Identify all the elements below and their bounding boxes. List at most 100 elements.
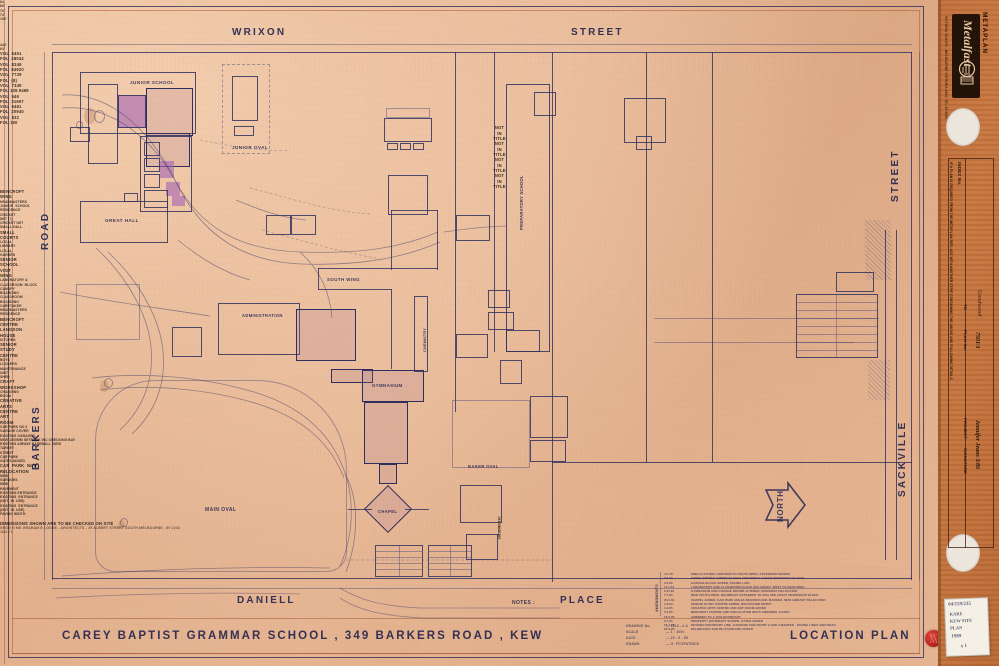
carpark-row <box>375 557 423 558</box>
building-maintenance-unit <box>488 312 514 330</box>
label-art-room: ART ROOM <box>0 414 14 425</box>
title-ref: VOL 7349 FOL 109.9469 <box>0 82 29 94</box>
title-ref: VOL 7739 FOL (8) <box>0 72 22 83</box>
titleblock-field-label: DRAWING No. <box>626 624 651 628</box>
metaplan-index-divider <box>948 158 966 548</box>
label-headmasters-residence: HEADMASTERS RESIDENCE <box>0 308 27 317</box>
sticker-line-3: KEW SITE <box>949 617 973 624</box>
street-label-daniell: DANIELL <box>237 595 296 606</box>
carpark-right-outer <box>796 294 878 358</box>
label-chemistry: CHEMISTRY <box>423 328 427 352</box>
label-junior-school: JUNIOR SCHOOL <box>130 80 175 85</box>
label-maintenance-unit: MAINTENANCE UNIT <box>0 366 26 375</box>
notes-body: DIMENSIONS SHOWN ARE TO BE CHECKED ON SI… <box>0 520 114 526</box>
southwing-edge-4 <box>391 289 393 369</box>
label-carpark-hdr: CAR PARK No 3 RELOCATION <box>0 463 37 474</box>
amendment-text: THREE STOREY JUNIOR SCHOOL RESIDENCY ADD… <box>691 576 805 581</box>
label-laboratory-block: LABORATORY & CLASSROOM BLOCK <box>0 278 38 287</box>
label-canopy: CANOPY <box>0 286 15 291</box>
wax-seal <box>925 630 942 647</box>
label-existing-entrance-2: EXISTING ENTRANCE (NOT IN USE) <box>0 495 38 504</box>
tree-symbol <box>76 121 83 129</box>
building-craft-workshop <box>530 396 568 438</box>
metaplan-plan-no-label: PLAN No. <box>963 330 968 352</box>
building-chemistry <box>414 296 428 372</box>
metaplan-plan-no-value: 7501/1 <box>974 332 980 349</box>
building-lab-col-2 <box>400 143 411 150</box>
amendment-date: 25.7.85 <box>664 623 675 627</box>
carpark-row <box>375 563 423 564</box>
sticker-line-5: 1989 <box>951 634 962 640</box>
titleblock-field-value: — G. FITZPATRICK <box>666 641 700 646</box>
amendment-text: SENIOR STUDY CENTRE ADDED, RELOCATED ENT… <box>691 601 772 606</box>
titleblock-field-label: DRAWN <box>626 641 640 646</box>
label-changing-room: CHANGING ROOM <box>0 389 20 399</box>
amendment-date: 6.7.85 <box>664 618 673 623</box>
carpark-bottom-right <box>428 545 472 577</box>
southwing-edge-1 <box>318 268 438 270</box>
metaplan-index-box <box>948 158 994 548</box>
parcel-not-in-title: NOT IN TITLE <box>493 173 506 189</box>
carpark-bay <box>796 318 878 319</box>
southwing-edge-3 <box>318 289 392 291</box>
ground-label-small-courts: SMALL COURTS <box>0 229 19 240</box>
carpark-col <box>450 545 451 577</box>
building-laboratory-canopy <box>386 108 430 118</box>
carpark-row <box>375 569 423 570</box>
dimension-label: 180' <box>0 17 7 21</box>
building-bencroft-wing-outline <box>118 95 146 128</box>
path-hatch-right <box>865 220 891 280</box>
titleblock-field: DATE— 25 - 9 - 85 <box>626 636 736 642</box>
label-new-pavement: NEW PAVEMENT <box>0 482 19 491</box>
carpark-bay <box>796 334 878 335</box>
kerb-right <box>919 52 920 580</box>
label-junior-oval-pitch: CRICKET NET (?) <box>0 212 16 221</box>
street-label-place: PLACE <box>560 595 605 606</box>
titleblock-field-value: — 25 - 9 - 85 <box>666 635 688 640</box>
dimension-label: 64' <box>0 46 5 51</box>
sticker-line-1: 04/159/235 <box>948 601 972 608</box>
label-craft-workshop: CRAFT WORKSHOP <box>0 379 27 390</box>
ground-junior-oval-shed <box>234 126 254 136</box>
label-preparatory-school: PREPARATORY SCHOOL <box>519 175 524 230</box>
amendment-text: GYMNASIUM AND CHANGE ROOMS ALTERED, DRIV… <box>691 589 798 593</box>
label-south-wing: SOUTH WING <box>327 277 360 282</box>
title-ref: VOL 8349 FOL 84920 <box>0 61 24 72</box>
amendment-date: 1.6.84 <box>664 601 673 606</box>
building-local-library <box>266 215 291 235</box>
dimension-label: 66' <box>0 4 5 9</box>
dimension-label: 444' <box>0 42 7 47</box>
building-laboratory-block <box>384 118 432 142</box>
amendment-date: 15.5.85 <box>664 614 675 619</box>
ground-junior-oval-pitch <box>232 76 258 121</box>
amendment-text: REVISED BOUNDARY LINE, CARPARK FOR FRONT… <box>691 623 836 627</box>
carpark-col <box>399 545 400 577</box>
label-gymnasium: GYMNASIUM <box>372 383 403 388</box>
parcel-not-in-title: NOT IN TITLE <box>493 141 506 157</box>
carpark-bay <box>796 350 878 351</box>
building-junior-school-core <box>146 88 193 136</box>
building-local-garden <box>291 215 316 235</box>
binding-punch-slot <box>946 108 980 146</box>
building-junior-detail-2 <box>144 158 160 172</box>
amendment-date: 7.7.83 <box>664 593 673 598</box>
amendment-date: 1.3.85 <box>664 606 673 610</box>
amendment-date: 6.4.85 <box>664 610 673 615</box>
building-lab-col-3 <box>413 143 424 150</box>
sackville-kerb <box>885 230 886 560</box>
sticker-line-6: x 1 <box>960 644 968 650</box>
sheet-number: 1811 / 1 <box>0 530 13 535</box>
dimension-label: 74' <box>0 12 5 17</box>
parcel-div <box>646 462 912 463</box>
kerb-bottom <box>52 588 912 589</box>
label-carpark-right: CAR PARK NO 2 <box>0 425 28 429</box>
tree-symbol <box>104 378 113 388</box>
dimension-label: 76' <box>0 8 5 13</box>
parcel-div <box>646 52 647 462</box>
building-gymnasium <box>362 370 424 402</box>
